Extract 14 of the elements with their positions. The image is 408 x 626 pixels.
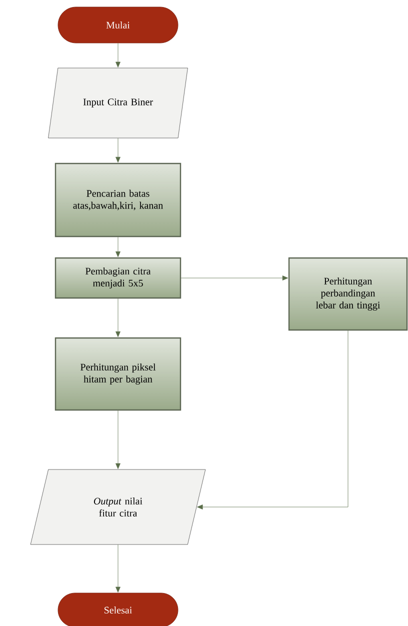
input-output-parallelogram: Input Citra Biner	[48, 68, 188, 138]
input-output-parallelogram: Output nilai fitur citra	[30, 469, 206, 545]
process-box: Pembagian citra menjadi 5x5	[54, 257, 182, 299]
arrow	[116, 410, 120, 469]
arrow	[116, 236, 120, 258]
arrow	[197, 330, 348, 510]
process-box: Perhitungan piksel hitam per bagian	[54, 337, 182, 411]
arrow	[116, 138, 120, 163]
arrow	[116, 298, 120, 338]
arrow	[116, 544, 120, 592]
arrow	[180, 276, 288, 280]
process-box: Pencarian batas atas,bawah,kiri, kanan	[54, 162, 182, 238]
process-box: Perhitungan perbandingan lebar dan tinggi	[288, 257, 408, 331]
arrow	[116, 43, 120, 68]
